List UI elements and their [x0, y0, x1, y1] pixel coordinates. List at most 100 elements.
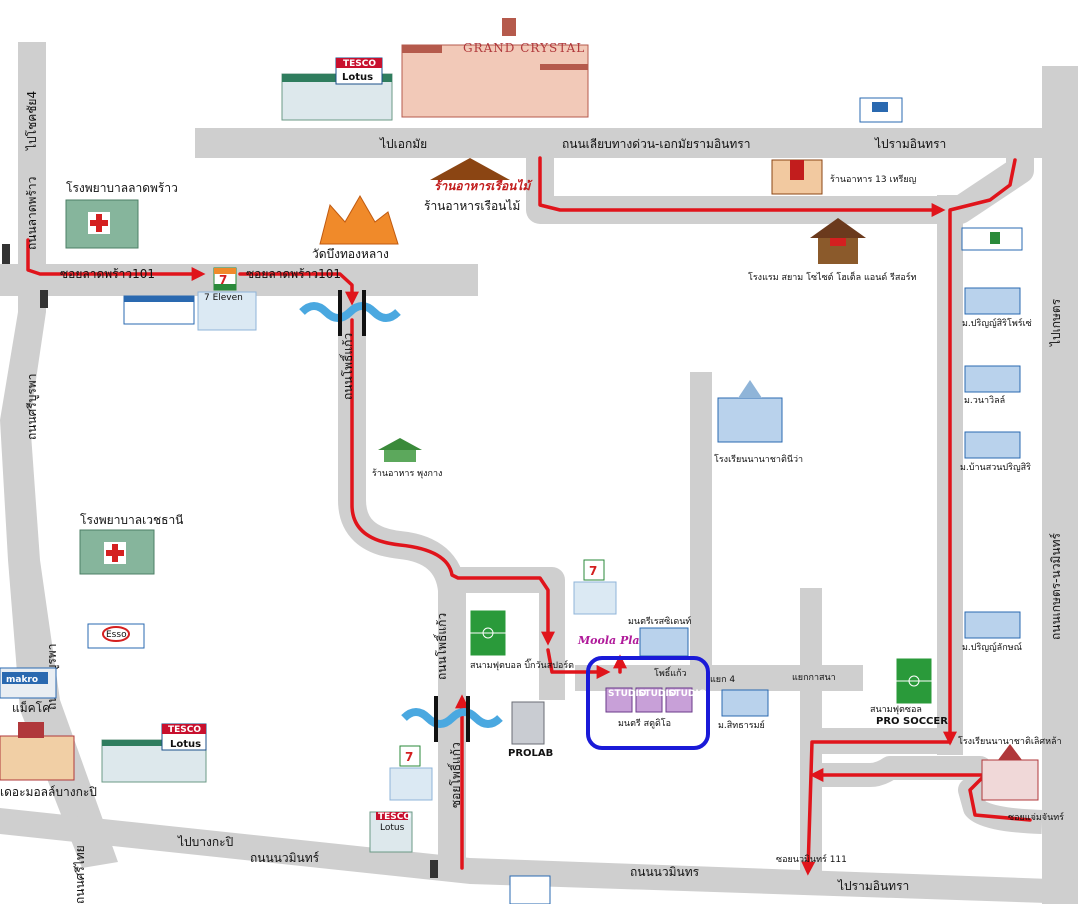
- restaurant-13-label: ร้านอาหาร 13 เหรียญ: [830, 174, 917, 185]
- tesco-lotus-bottom-icon: TESCO Lotus: [101, 723, 207, 783]
- football-big-one-label: สนามฟุตบอล บิ๊กวันสปอร์ต: [470, 658, 574, 671]
- prolab-icon: [511, 701, 545, 745]
- seven-eleven-bottom-icon: 7: [389, 745, 433, 801]
- ruen-mai-restaurant-icon: ร้านอาหารเรือนไม้: [430, 158, 533, 193]
- sitharom-label: ม.สิทธารมย์: [718, 719, 765, 731]
- svg-text:7: 7: [219, 273, 227, 287]
- studio-2: STUDIO: [638, 689, 677, 699]
- pho-kaew-road-label: ถนนโพธิ์แก้ว: [339, 333, 355, 400]
- moola-access-road: [450, 567, 565, 700]
- monsri-residence-icon: [639, 627, 689, 657]
- seven-eleven-moola-icon: 7: [573, 559, 617, 615]
- esso-text: Esso: [106, 630, 127, 640]
- ladprao-hospital-label: โรงพยาบาลลาดพร้าว: [66, 181, 178, 195]
- hospital-icon: [65, 199, 139, 249]
- soi-ladprao-101-a: ซอยลาดพร้าว101: [60, 267, 155, 281]
- grand-crystal-icon: GRAND CRYSTAL: [401, 18, 589, 118]
- kaset-nawamin-road: [1042, 66, 1078, 904]
- makro-label: แม็คโค: [12, 700, 50, 715]
- to-ekkamai-label: ไปเอกมัย: [379, 137, 427, 151]
- kaset-nawamin-label: ถนนเกษตร-นวมินทร์: [1049, 533, 1063, 640]
- parinya-lak-icon: [964, 611, 1021, 639]
- traffic-light-icon: [2, 244, 438, 878]
- studio-1: STUDIO: [608, 689, 647, 699]
- pro-soccer-th-label: สนามฟุตซอล: [870, 705, 922, 715]
- to-chokchai4-label: ไปโชคชัย4: [25, 91, 39, 151]
- esso-station-icon: Esso: [87, 623, 145, 649]
- temple-icon: [319, 194, 399, 245]
- pho-kaew-road-label-2: ถนนโพธิ์แก้ว: [433, 613, 449, 680]
- svg-text:7: 7: [405, 750, 413, 764]
- expressway-road: [195, 128, 1055, 158]
- nawamin-road-mid-label: ถนนนวมินทร: [630, 865, 700, 879]
- to-ramintra-top-label: ไปรามอินทรา: [874, 137, 946, 151]
- building-bottom-icon: [509, 875, 551, 904]
- tesco-bottom-text: TESCO: [168, 725, 201, 735]
- tesco-small-text: TESCO: [378, 812, 411, 822]
- to-kaset-label: ไปเกษตร: [1049, 298, 1063, 347]
- soi-chamchan-label: ซอยแจ่มจันทร์: [1008, 811, 1064, 823]
- elite-school-icon: [981, 744, 1039, 801]
- tesco-lotus-top-icon: TESCO Lotus: [281, 57, 393, 121]
- sri-burapha-label-1: ถนนศรีบูรพา: [25, 374, 40, 440]
- mall-label: เดอะมอลล์บางกะปิ: [0, 785, 97, 799]
- parinya-siri-label: ม.ปริญญ์สิริโพร์เซ่: [962, 317, 1032, 329]
- sitharom-icon: [721, 689, 769, 717]
- tesco-express-icon: TESCO Lotus: [369, 811, 413, 853]
- nava-school-icon: [717, 380, 783, 443]
- grand-crystal-label: GRAND CRYSTAL: [463, 41, 585, 55]
- soi-nawamin-111-label: ซอยนวมินทร์ 111: [776, 853, 847, 865]
- seven-eleven-icon: 7 7 Eleven: [197, 267, 257, 331]
- village-icon-1: [961, 227, 1023, 251]
- to-bangkapi-label: ไปบางกะปิ: [177, 835, 233, 849]
- junction-4-label: แยก 4: [710, 675, 735, 685]
- ruen-mai-sign: ร้านอาหารเรือนไม้: [434, 178, 533, 193]
- parinya-lak-label: ม.ปริญญ์ลักษณ์: [962, 641, 1022, 653]
- soi-ladprao-101: [0, 264, 478, 296]
- tesco-top-text: TESCO: [343, 59, 376, 69]
- pukang-restaurant-icon: [378, 438, 422, 462]
- village-icon-4: [964, 431, 1021, 459]
- seven-eleven-label: 7 Eleven: [204, 293, 243, 303]
- siam-hotel-icon: [810, 218, 866, 264]
- gas-station-icon: [123, 295, 195, 325]
- nava-road: [690, 372, 712, 672]
- ruen-mai-label: ร้านอาหารเรือนไม้: [424, 199, 520, 213]
- ptt-station-icon: [859, 97, 903, 123]
- prolab-label: PROLAB: [508, 748, 553, 759]
- montri-studio-label: มนตรี สตูดิโอ: [618, 718, 671, 729]
- village-icon-3: [964, 365, 1021, 393]
- moola-place-label: Moola Place: [577, 634, 653, 647]
- destination-highlight: STUDIO STUDIO STUDIO มนตรี สตูดิโอ: [586, 656, 710, 750]
- nava-school-label: โรงเรียนนานาชาตินีว่า: [714, 454, 803, 465]
- wat-bueng-label: วัดบึงทองหลาง: [312, 247, 389, 261]
- makro-icon: makro: [0, 667, 57, 699]
- pho-kaew-junction-label: โพธิ์แก้ว: [654, 666, 687, 679]
- makro-text: makro: [6, 675, 38, 685]
- lotus-bottom-text: Lotus: [170, 739, 201, 750]
- pro-soccer-label: PRO SOCCER: [876, 716, 948, 727]
- pukang-label: ร้านอาหาร พุงกาง: [372, 468, 442, 479]
- canal-bridge-bottom-icon: [401, 696, 503, 742]
- elite-school-label: โรงเรียนนานาชาติเลิศหล้า: [958, 736, 1062, 747]
- studio-3: STUDIO: [668, 689, 707, 699]
- nawamin-road-left-label: ถนนนวมินทร์: [250, 851, 320, 865]
- lotus-express-text: Lotus: [380, 823, 405, 833]
- restaurant-13-icon: [771, 159, 823, 195]
- to-ramintra-bottom-label: ไปรามอินทรา: [837, 879, 909, 893]
- canal-bridge-top-icon: [299, 290, 401, 336]
- monsri-residence-label: มนตรีเรสซิเดนท์: [628, 615, 691, 627]
- kanna-junction-label: แยกกาสนา: [792, 673, 836, 683]
- soi-pho-kaew-label: ซอยโพธิ์แก้ว: [447, 742, 463, 808]
- siam-hotel-label: โรงแรม สยาม โซไซต์ โฮเต็ล แอนด์ รีสอร์ท: [748, 270, 917, 283]
- expressway-road-label: ถนนเลียบทางด่วน-เอกมัยรามอินทรา: [562, 137, 750, 151]
- football-field-icon: [469, 609, 507, 657]
- ban-suan-label: ม.บ้านสวนปริญสิริ: [960, 462, 1031, 473]
- wanawit-label: ม.วนาวิลล์: [964, 394, 1005, 406]
- sri-thai-label: ถนนศรีไทย: [73, 845, 87, 904]
- ladprao-road-label: ถนนลาดพร้าว: [25, 177, 39, 250]
- village-icon-2: [964, 287, 1021, 315]
- vejthani-hospital-icon: [79, 529, 155, 575]
- vejthani-label: โรงพยาบาลเวชธานี: [80, 513, 183, 527]
